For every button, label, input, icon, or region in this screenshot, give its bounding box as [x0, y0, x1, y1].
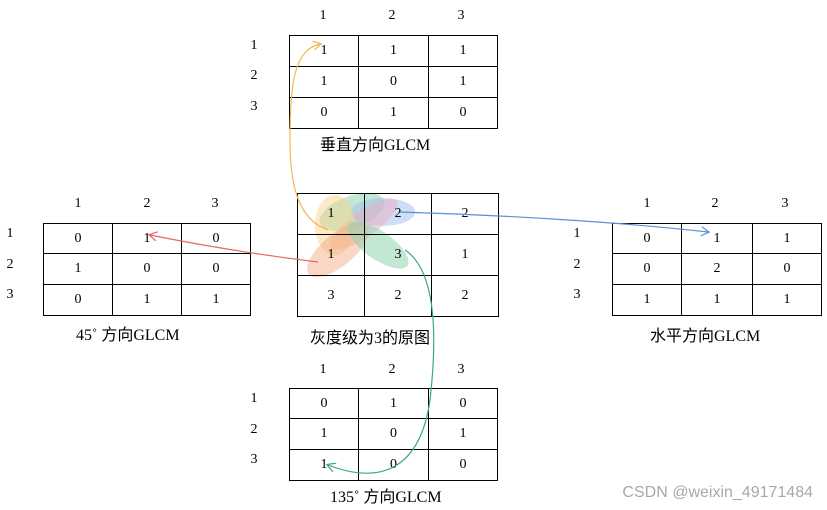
row-header: 2	[250, 68, 258, 83]
row-header: 3	[250, 452, 258, 467]
glcm-cell: 1	[752, 284, 822, 316]
glcm-cell: 1	[289, 449, 359, 481]
row-header: 2	[250, 422, 258, 437]
col-header: 2	[388, 8, 396, 23]
glcm-table: 0 1 0 1 0 1 1 0 0	[289, 388, 498, 481]
glcm-cell: 1	[681, 223, 753, 254]
row-header: 3	[6, 287, 14, 302]
glcm-cell: 0	[289, 97, 359, 129]
col-header: 1	[643, 196, 651, 211]
vertical-arrow	[289, 44, 329, 231]
row-header: 3	[250, 99, 258, 114]
glcm-cell: 1	[289, 35, 359, 67]
glcm-cell: 0	[43, 223, 113, 254]
glcm-cell: 1	[358, 97, 429, 129]
glcm-cell: 0	[428, 449, 498, 481]
col-header: 2	[143, 196, 151, 211]
row-header: 2	[6, 257, 14, 272]
pixel-cell: 3	[297, 275, 365, 317]
horizontal-arrow	[399, 211, 708, 232]
glcm-table: 0 1 0 1 0 0 0 1 1	[43, 223, 251, 316]
caption: 135˚ 方向GLCM	[330, 489, 442, 506]
glcm-cell: 0	[112, 253, 182, 285]
row-header: 2	[573, 257, 581, 272]
diag45-arrow	[150, 235, 319, 263]
pixel-cell: 3	[364, 234, 432, 276]
row-header: 3	[573, 287, 581, 302]
glcm-cell: 1	[181, 284, 251, 316]
pixel-cell: 2	[431, 275, 499, 317]
glcm-cell: 1	[752, 223, 822, 254]
diag135-arrow	[328, 249, 435, 474]
pixel-cell: 1	[297, 193, 365, 235]
col-header: 3	[457, 8, 465, 23]
row-header: 1	[6, 226, 14, 241]
row-header: 1	[573, 226, 581, 241]
col-header: 2	[711, 196, 719, 211]
caption: 水平方向GLCM	[650, 328, 761, 345]
original-grid: 1 2 2 1 3 1 3 2 2	[297, 193, 499, 317]
caption: 45˚ 方向GLCM	[76, 327, 180, 344]
glcm-cell: 1	[681, 284, 753, 316]
col-header: 3	[211, 196, 219, 211]
col-header: 1	[319, 8, 327, 23]
glcm-cell: 0	[181, 223, 251, 254]
glcm-cell: 1	[612, 284, 682, 316]
caption: 灰度级为3的原图	[310, 330, 431, 347]
col-header: 2	[388, 362, 396, 377]
glcm-cell: 0	[358, 449, 429, 481]
row-header: 1	[250, 38, 258, 53]
glcm-cell: 1	[112, 284, 182, 316]
glcm-cell: 0	[181, 253, 251, 285]
glcm-cell: 0	[428, 388, 498, 419]
glcm-cell: 0	[428, 97, 498, 129]
col-header: 1	[319, 362, 327, 377]
glcm-table: 1 1 1 1 0 1 0 1 0	[289, 35, 498, 129]
pixel-cell: 1	[297, 234, 365, 276]
glcm-cell: 1	[428, 66, 498, 98]
glcm-cell: 0	[358, 418, 429, 450]
col-header: 3	[781, 196, 789, 211]
watermark: CSDN @weixin_49171484	[622, 484, 813, 501]
col-header: 1	[74, 196, 82, 211]
row-header: 1	[250, 391, 258, 406]
col-header: 3	[457, 362, 465, 377]
caption: 垂直方向GLCM	[320, 137, 431, 154]
